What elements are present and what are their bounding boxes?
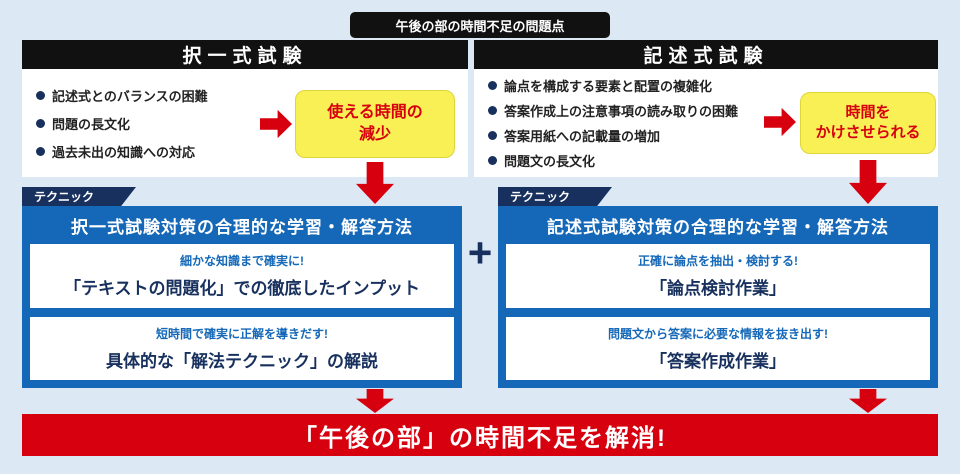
list-item: 過去未出の知識への対応 (36, 142, 468, 161)
bullet-label: 論点を構成する要素と配置の複雑化 (504, 79, 713, 94)
right-method-panel: 記述式試験対策の合理的な学習・解答方法 正確に論点を抽出・検討する! 「論点検討… (498, 206, 938, 388)
left-column-header: 択一式試験 (22, 40, 468, 69)
bullet-label: 記述式とのバランスの困難 (52, 88, 208, 104)
method-title: 「論点検討作業」 (650, 279, 786, 299)
list-item: 論点を構成する要素と配置の複雑化 (488, 76, 938, 95)
right-column-header: 記述式試験 (474, 40, 938, 69)
method-title: 具体的な「解法テクニック」の解説 (106, 351, 378, 371)
method-item: 正確に論点を抽出・検討する! 「論点検討作業」 (506, 244, 930, 308)
highlight-line: 使える時間の (327, 104, 423, 122)
top-banner: 午後の部の時間不足の問題点 (350, 12, 610, 38)
bullet-icon (488, 131, 497, 140)
bullet-icon (36, 90, 45, 100)
method-lead: 細かな知識まで確実に! (180, 254, 304, 269)
method-item: 問題文から答案に必要な情報を抜き出す! 「答案作成作業」 (506, 316, 930, 380)
bullet-label: 答案作成上の注意事項の読み取りの困難 (504, 104, 739, 119)
method-lead: 正確に論点を抽出・検討する! (638, 254, 798, 269)
method-item: 短時間で確実に正解を導きだす! 具体的な「解法テクニック」の解説 (30, 316, 454, 380)
bullet-icon (488, 81, 497, 90)
panel-title: 記述式試験対策の合理的な学習・解答方法 (547, 217, 889, 237)
conclusion-banner: 「午後の部」の時間不足を解消! (22, 414, 938, 456)
bullet-icon (488, 156, 497, 165)
bullet-icon (36, 146, 45, 156)
bullet-label: 問題の長文化 (52, 116, 131, 132)
arrow-down-icon (849, 389, 887, 413)
list-item: 答案用紙への記載量の増加 (488, 126, 938, 145)
technique-flag: テクニック (498, 187, 612, 206)
plus-sign: + (467, 229, 493, 276)
left-highlight-box: 使える時間の 減少 (295, 90, 455, 158)
bullet-label: 問題文の長文化 (504, 154, 596, 169)
list-item: 問題文の長文化 (488, 151, 938, 170)
method-title: 「テキストの問題化」での徹底したインプット (64, 279, 420, 299)
highlight-line: 減少 (358, 126, 391, 143)
method-lead: 短時間で確実に正解を導きだす! (156, 326, 328, 341)
highlight-line: 時間を (845, 103, 891, 121)
bullet-icon (36, 118, 45, 128)
method-title: 「答案作成作業」 (650, 351, 786, 371)
bullet-label: 過去未出の知識への対応 (52, 144, 196, 160)
bullet-icon (488, 106, 497, 115)
list-item: 答案作成上の注意事項の読み取りの困難 (488, 101, 938, 120)
arrow-down-icon (356, 389, 394, 413)
bullet-label: 答案用紙への記載量の増加 (504, 129, 661, 144)
technique-flag: テクニック (22, 187, 136, 206)
right-highlight-box: 時間を かけさせられる (800, 92, 936, 154)
method-item: 細かな知識まで確実に! 「テキストの問題化」での徹底したインプット (30, 244, 454, 308)
list-item: 問題の長文化 (36, 114, 468, 133)
method-lead: 問題文から答案に必要な情報を抜き出す! (608, 326, 828, 341)
panel-title: 択一式試験対策の合理的な学習・解答方法 (71, 217, 413, 237)
highlight-line: かけさせられる (815, 124, 921, 141)
list-item: 記述式とのバランスの困難 (36, 86, 468, 105)
left-method-panel: 択一式試験対策の合理的な学習・解答方法 細かな知識まで確実に! 「テキストの問題… (22, 206, 462, 388)
